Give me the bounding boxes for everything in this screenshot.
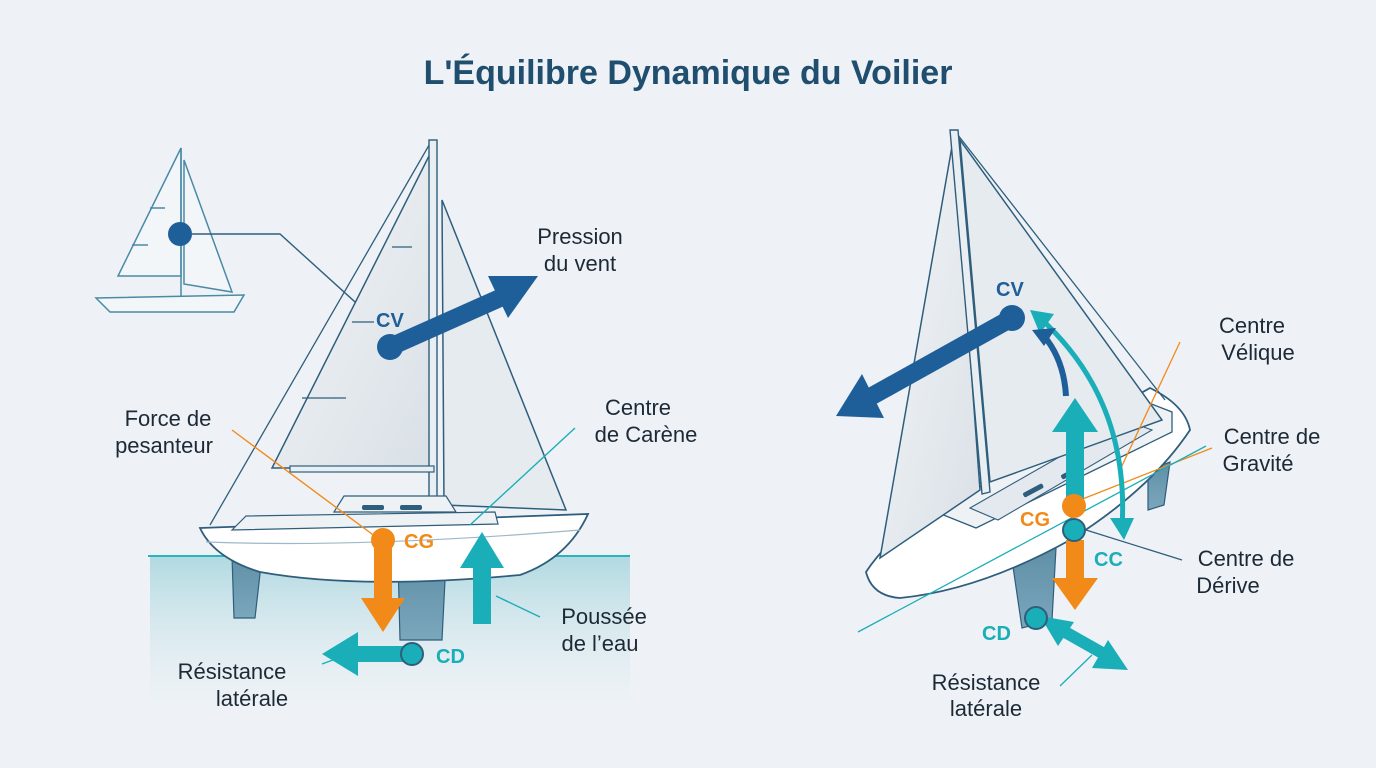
buoyancy-arrow-shaft <box>473 566 491 624</box>
buoyancy-arrow-heeled-head <box>1052 398 1098 432</box>
label-poussee-line2: de l’eau <box>561 631 638 656</box>
cd-point <box>400 642 424 666</box>
buoyancy-arrow-heeled-shaft <box>1066 430 1084 510</box>
label-carene-line2: de Carène <box>595 422 698 447</box>
label-velique-line2: Vélique <box>1221 340 1294 365</box>
lateral-arrow-shaft <box>356 646 412 662</box>
cc-label-heeled: CC <box>1094 549 1123 571</box>
label-resistance-line2: latérale <box>216 686 288 711</box>
left-diagram: CV CG CD Pression du vent Force de pesan… <box>94 139 698 715</box>
heel-axis-line <box>857 445 1207 633</box>
leader-velique <box>1119 341 1181 471</box>
leader-derive <box>1085 529 1183 561</box>
label-resistance-right-line1: Résistance <box>932 670 1041 695</box>
cc-point-heeled <box>1062 518 1086 542</box>
leader-carene <box>469 427 576 526</box>
label-carene-line1: Centre <box>605 395 671 420</box>
wind-arrow-heeled-shaft <box>867 310 1017 404</box>
leader-gravite <box>1079 447 1213 501</box>
forestay-heeled <box>953 129 1166 401</box>
label-derive-line2: Dérive <box>1196 573 1260 598</box>
label-gravite-line1: Centre de <box>1224 424 1321 449</box>
leader-resistance-right <box>1059 654 1093 687</box>
buoyancy-arrow-head <box>460 532 504 568</box>
label-force-line2: pesanteur <box>115 433 213 458</box>
boom <box>289 465 435 473</box>
deck-cabin <box>230 511 499 531</box>
jib <box>441 199 568 511</box>
wind-arrow-shaft <box>386 289 504 356</box>
leader-force <box>231 429 381 541</box>
heel-arc-large <box>1038 316 1126 529</box>
cd-label: CD <box>436 646 465 668</box>
gravity-arrow-shaft <box>374 540 392 598</box>
cv-point <box>377 334 403 360</box>
cabin-roof <box>332 495 458 513</box>
label-force-line1: Force de <box>125 406 212 431</box>
cg-label: CG <box>404 531 434 553</box>
page-title: L'Équilibre Dynamique du Voilier <box>424 54 953 92</box>
right-diagram: CV CG CC CD Centre Vélique Centre de Gra… <box>836 129 1321 721</box>
gravity-arrow-heeled-shaft <box>1066 540 1084 580</box>
wind-arrow-heeled-head <box>836 374 884 418</box>
label-pression-line1: Pression <box>537 224 623 249</box>
cg-label-heeled: CG <box>1020 509 1050 531</box>
leader-poussee <box>495 595 541 618</box>
gravity-arrow-heeled-head <box>1052 578 1098 610</box>
mainsail <box>270 149 433 469</box>
gravity-arrow-head <box>361 598 405 632</box>
cd-label-heeled: CD <box>982 623 1011 645</box>
thumbnail-leader-line <box>192 233 387 331</box>
thumbnail-cv-dot <box>168 222 192 246</box>
lateral-arrow-head <box>322 632 358 676</box>
label-poussee-line1: Poussée <box>561 604 647 629</box>
label-gravite-line2: Gravité <box>1223 451 1294 476</box>
cg-point <box>371 528 395 552</box>
cv-label: CV <box>376 310 404 332</box>
label-velique-line1: Centre <box>1219 313 1285 338</box>
label-pression-line2: du vent <box>544 251 616 276</box>
cv-point-heeled <box>999 305 1025 331</box>
wind-arrow-head <box>488 276 538 318</box>
cd-point-heeled <box>1024 606 1048 630</box>
cg-point-heeled <box>1062 494 1086 518</box>
thumbnail-boat <box>94 147 246 313</box>
forestay <box>209 139 433 526</box>
label-resistance-line1: Résistance <box>178 659 287 684</box>
mast-heeled <box>949 129 991 495</box>
cv-label-heeled: CV <box>996 279 1024 301</box>
label-derive-line1: Centre de <box>1198 546 1295 571</box>
label-resistance-right-line2: latérale <box>950 696 1022 721</box>
